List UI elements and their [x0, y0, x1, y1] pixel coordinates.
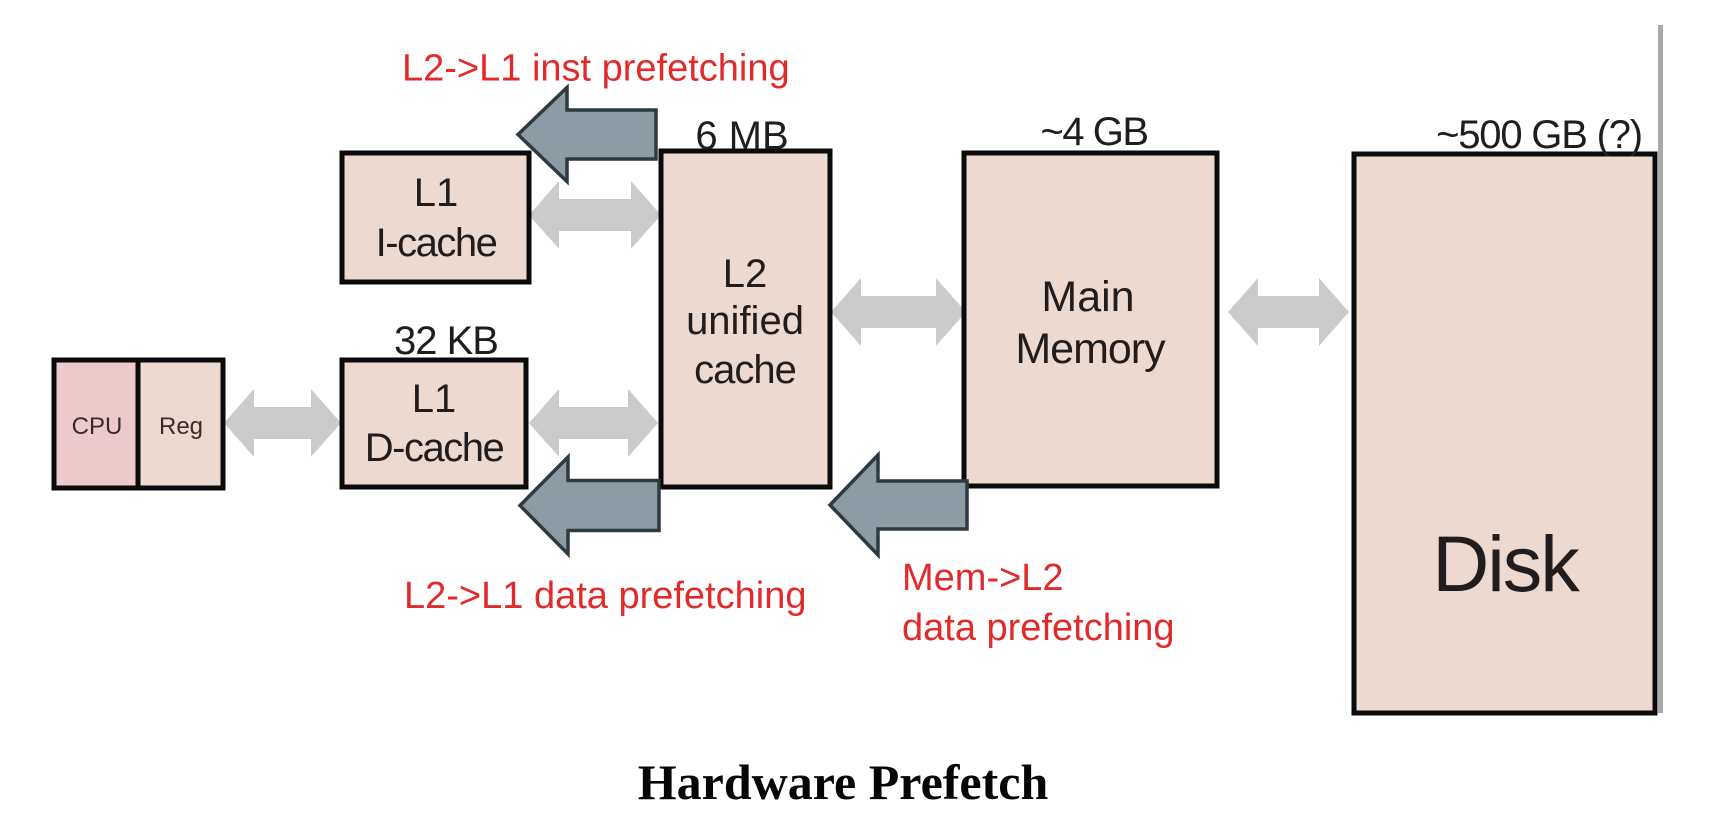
svg-text:L1: L1: [412, 377, 457, 421]
svg-text:Main: Main: [1041, 273, 1134, 321]
svg-text:data prefetching: data prefetching: [902, 607, 1175, 649]
svg-text:~4 GB: ~4 GB: [1040, 110, 1147, 154]
svg-text:CPU: CPU: [72, 413, 123, 440]
svg-text:Mem->L2: Mem->L2: [902, 557, 1064, 599]
svg-text:cache: cache: [694, 348, 796, 392]
svg-text:~500 GB (?): ~500 GB (?): [1436, 113, 1642, 157]
svg-text:L1: L1: [414, 171, 459, 215]
svg-text:Reg: Reg: [159, 413, 203, 440]
svg-text:L2->L1 data prefetching: L2->L1 data prefetching: [404, 575, 806, 617]
svg-text:D-cache: D-cache: [365, 426, 504, 470]
svg-text:Hardware Prefetch: Hardware Prefetch: [638, 754, 1049, 810]
svg-text:Disk: Disk: [1432, 519, 1580, 608]
svg-text:unified: unified: [686, 299, 804, 343]
svg-text:32 KB: 32 KB: [394, 319, 498, 363]
svg-text:L2->L1 inst prefetching: L2->L1 inst prefetching: [402, 48, 790, 90]
svg-text:6 MB: 6 MB: [695, 114, 788, 158]
svg-text:L2: L2: [723, 252, 768, 296]
svg-text:I-cache: I-cache: [376, 221, 497, 265]
svg-text:Memory: Memory: [1015, 325, 1166, 373]
